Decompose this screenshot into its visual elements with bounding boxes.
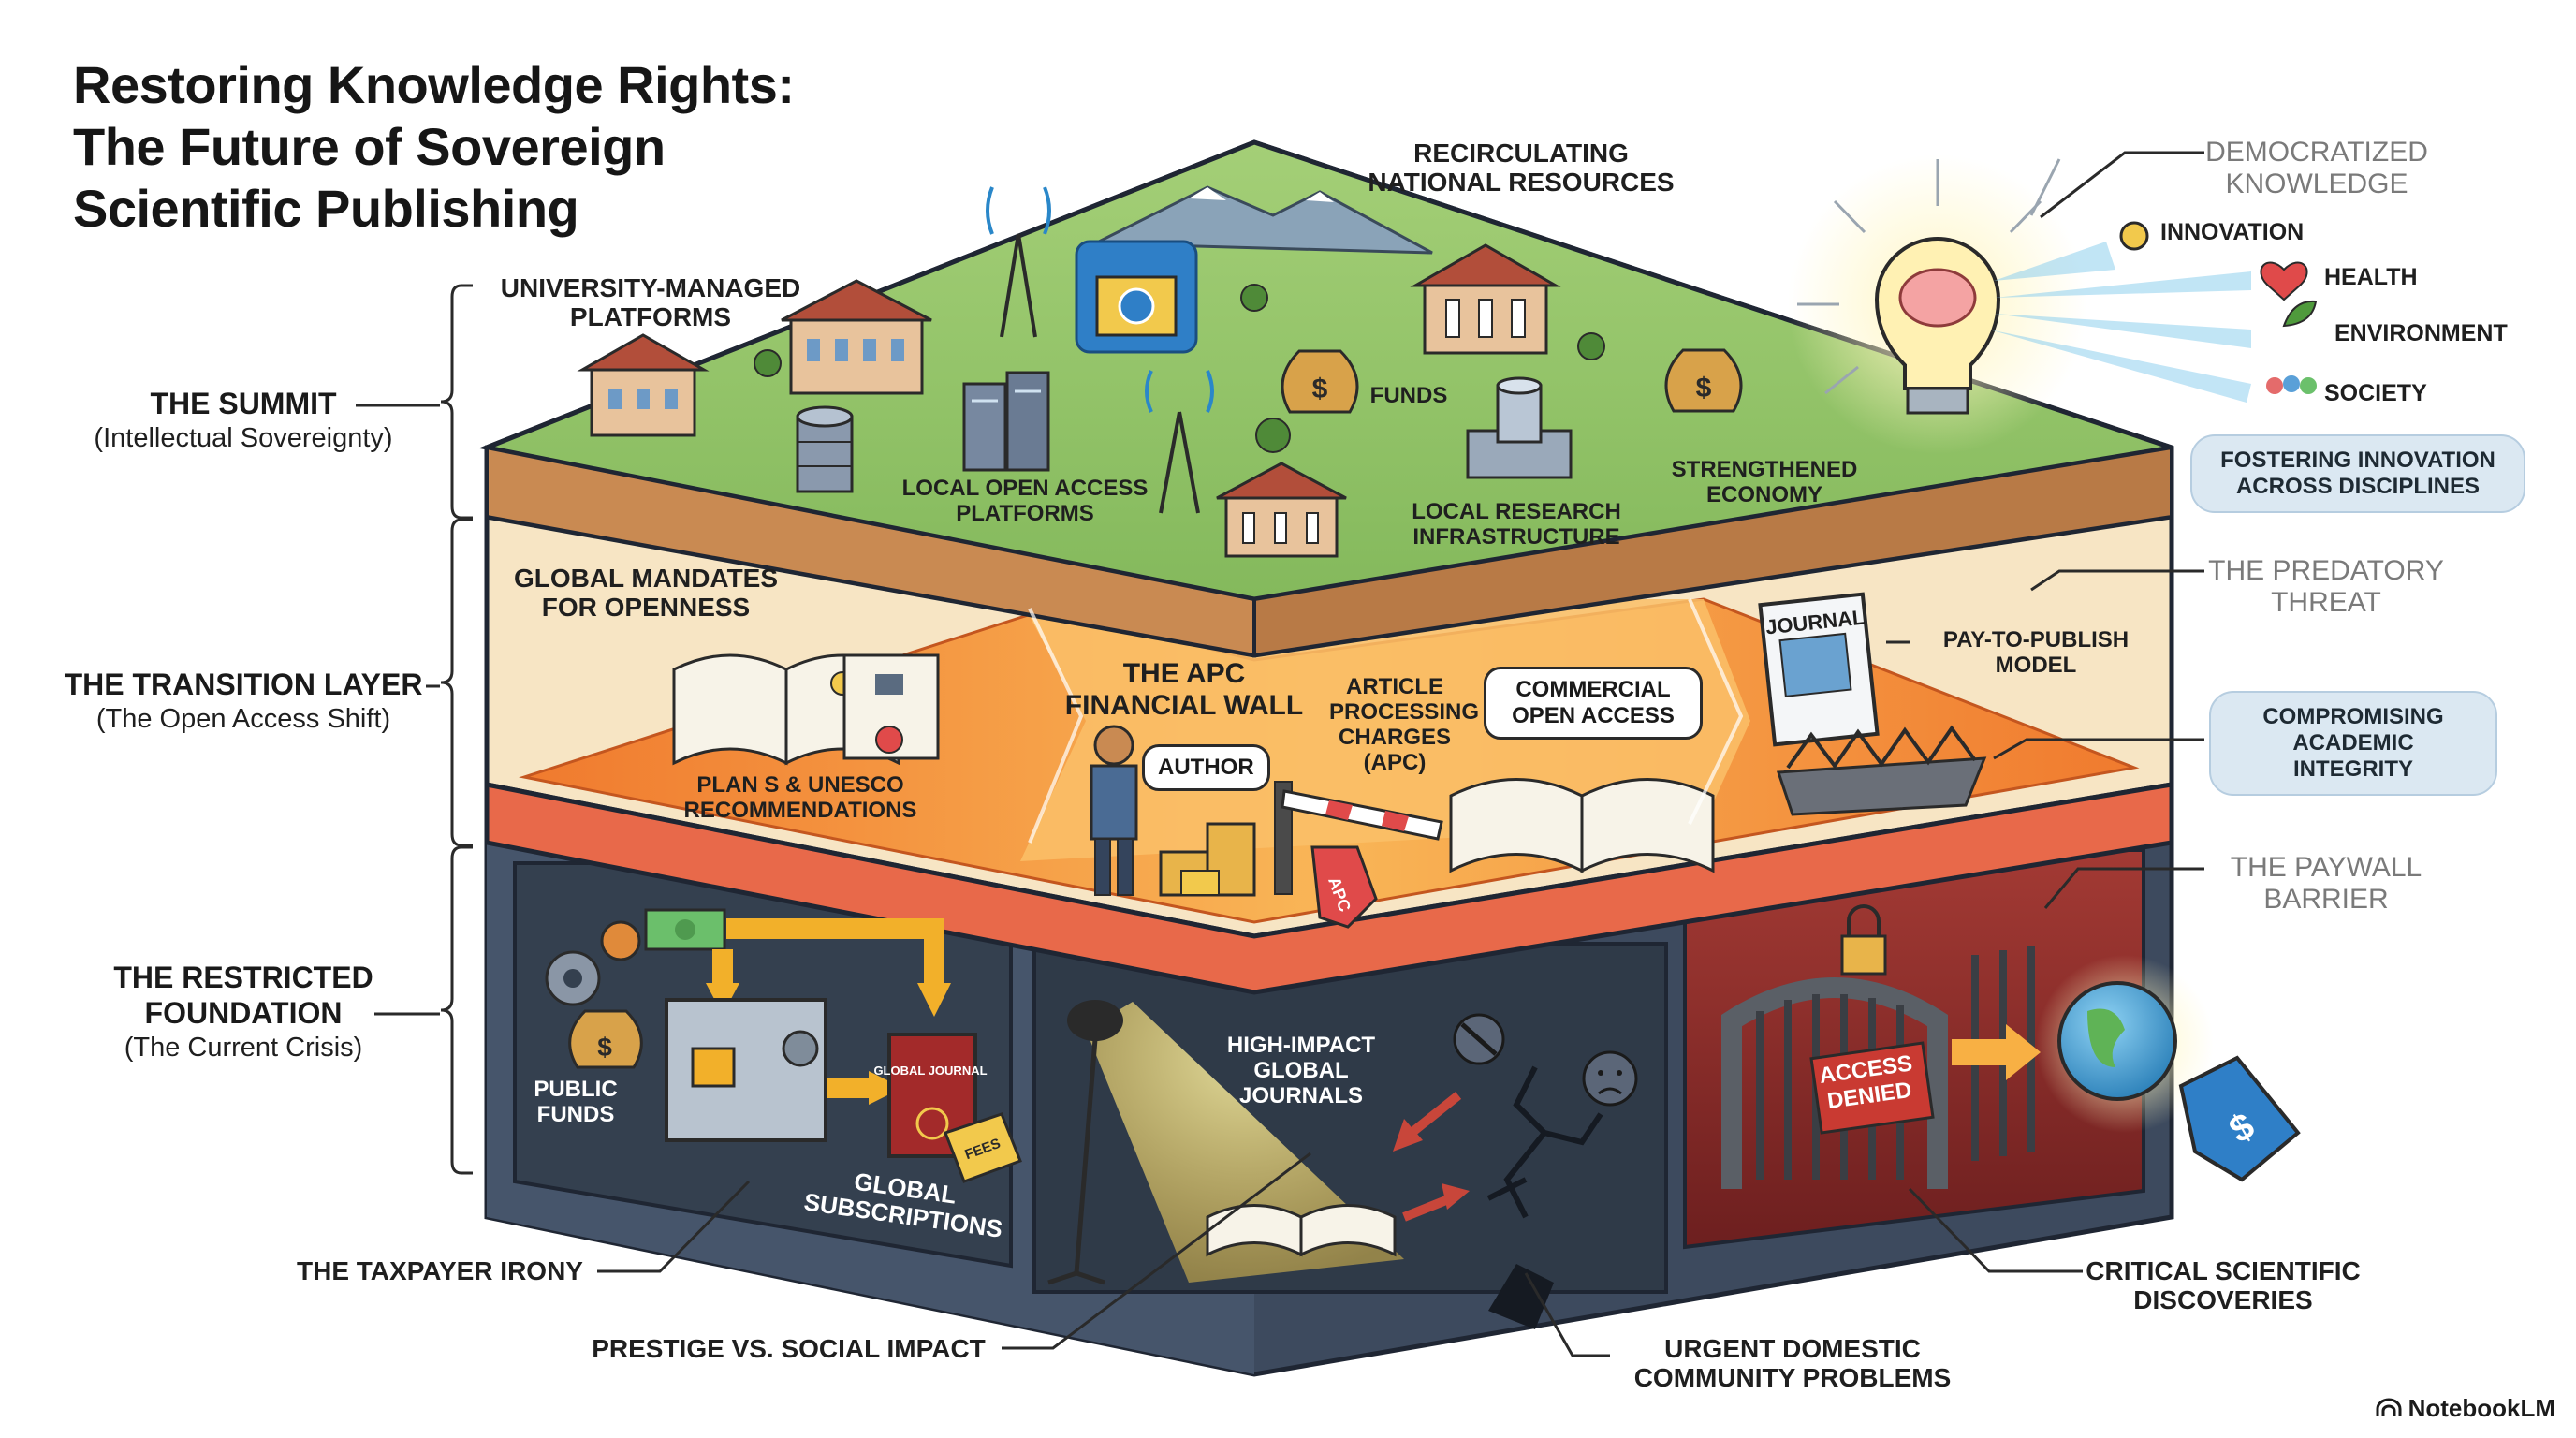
public-funds-label: PUBLIC FUNDS [534, 1077, 618, 1127]
cloud-folder-icon [1075, 240, 1198, 354]
pay-to-publish-label: PAY-TO-PUBLISH MODEL [1942, 627, 2130, 678]
no-signal-icon [1453, 1013, 1505, 1065]
money-bag-icon: $ [568, 1009, 643, 1069]
outcome-innovation: INNOVATION [2160, 219, 2305, 245]
fostering-innovation-pill: FOSTERING INNOVATION ACROSS DISCIPLINES [2190, 434, 2525, 513]
title-line-2: The Future of Sovereign [73, 117, 666, 176]
glow-arrow-icon [1952, 1024, 2041, 1080]
title-line-1: Restoring Knowledge Rights: [73, 55, 795, 114]
critical-discoveries-label: CRITICAL SCIENTIFIC DISCOVERIES [2086, 1256, 2361, 1314]
coin-stack-icon [1159, 822, 1256, 897]
page-title: Restoring Knowledge Rights: The Future o… [73, 54, 795, 240]
summit-title: THE SUMMIT (Intellectual Sovereignty) [37, 386, 449, 455]
svg-text:$: $ [1696, 373, 1712, 404]
outcome-environment: ENVIRONMENT [2334, 320, 2508, 346]
paywall-heading: THE PAYWALL BARRIER [2230, 852, 2422, 915]
recirculating-label: RECIRCULATING NATIONAL RESOURCES [1368, 139, 1675, 197]
research-facility-icon [1466, 376, 1573, 479]
high-impact-label: HIGH-IMPACT GLOBAL JOURNALS [1226, 1033, 1376, 1108]
commercial-book-icon [1449, 778, 1715, 873]
society-icon [2266, 375, 2317, 394]
commercial-oa-bubble: COMMERCIAL OPEN ACCESS [1484, 667, 1703, 740]
foundation-heading-2: FOUNDATION [144, 996, 343, 1030]
vault-safe-icon [665, 998, 827, 1142]
transition-chevrons [1028, 598, 1744, 844]
outcome-health: HEALTH [2324, 264, 2418, 290]
lightbulb-brain-icon [1788, 154, 2087, 454]
summit-subheading: (Intellectual Sovereignty) [94, 423, 393, 453]
environment-icon [2282, 300, 2318, 328]
tree-icon [754, 284, 1605, 453]
university-building-icon [781, 279, 932, 395]
author-figure-icon [1090, 725, 1138, 896]
apc-charges-label: ARTICLE PROCESSING CHARGES (APC) [1329, 674, 1480, 775]
outcome-society: SOCIETY [2324, 380, 2427, 406]
university-building-icon [1216, 462, 1347, 558]
local-oa-label: LOCAL OPEN ACCESS PLATFORMS [901, 476, 1149, 526]
predatory-journal-icon [1758, 592, 1880, 747]
predatory-heading: THE PREDATORY THREAT [2208, 555, 2444, 618]
layer-brackets [440, 284, 473, 1175]
economy-label: STRENGTHENED ECONOMY [1671, 457, 1858, 507]
compromising-integrity-pill: COMPROMISING ACADEMIC INTEGRITY [2209, 691, 2497, 796]
university-building-icon [577, 333, 710, 437]
antenna-tower-icon [1145, 370, 1214, 514]
innovation-icon [2119, 221, 2149, 251]
university-building-icon [1410, 243, 1561, 355]
bear-trap-icon [1776, 725, 1987, 816]
summit-heading: THE SUMMIT [150, 387, 337, 420]
fees-tag-icon [944, 1112, 1022, 1183]
toll-barrier-icon [1274, 781, 1443, 895]
transition-title: THE TRANSITION LAYER (The Open Access Sh… [37, 667, 449, 736]
svg-text:$: $ [597, 1033, 612, 1062]
cracked-ground-icon [1486, 1065, 1603, 1329]
money-bag-icon: $ [1664, 348, 1743, 413]
prestige-label: PRESTIGE VS. SOCIAL IMPACT [592, 1334, 986, 1363]
callout-leader-lines [356, 151, 2204, 1357]
title-line-3: Scientific Publishing [73, 179, 579, 238]
funds-label: FUNDS [1369, 383, 1448, 408]
democratized-heading: DEMOCRATIZED KNOWLEDGE [2205, 137, 2428, 199]
flow-arrow-icon [706, 918, 951, 1105]
gears-icon [545, 920, 641, 1006]
university-platforms-label: UNIVERSITY-MANAGED PLATFORMS [500, 273, 801, 331]
foundation-subheading: (The Current Crisis) [124, 1033, 363, 1063]
database-icon [796, 405, 854, 493]
global-journal-cover-text: GLOBAL JOURNAL [873, 1064, 987, 1078]
health-icon [2260, 261, 2308, 301]
certificate-scroll-icon [842, 653, 940, 760]
dollar-price-tag-icon: $ [2178, 1055, 2301, 1182]
author-bubble: AUTHOR [1142, 744, 1270, 791]
foundation-title: THE RESTRICTED FOUNDATION (The Current C… [37, 960, 449, 1064]
notebooklm-brand: NotebookLM [2375, 1394, 2555, 1423]
apc-wall-label: THE APC FINANCIAL WALL [1064, 658, 1304, 721]
taxpayer-irony-label: THE TAXPAYER IRONY [297, 1256, 583, 1285]
globe-icon [2036, 955, 2214, 1133]
urgent-problems-label: URGENT DOMESTIC COMMUNITY PROBLEMS [1633, 1334, 1952, 1392]
red-arrow-icon [1393, 1092, 1470, 1222]
money-bag-icon: $ [1281, 349, 1359, 414]
antenna-tower-icon [986, 186, 1051, 338]
transition-subheading: (The Open Access Shift) [95, 704, 391, 734]
foundation-heading-1: THE RESTRICTED [113, 961, 373, 994]
cash-bill-icon [644, 908, 726, 951]
sad-face-icon [1582, 1050, 1638, 1107]
plan-s-label: PLAN S & UNESCO RECOMMENDATIONS [683, 772, 917, 823]
server-rack-icon [962, 371, 1050, 472]
local-research-label: LOCAL RESEARCH INFRASTRUCTURE [1412, 499, 1621, 550]
notebooklm-logo-icon [2376, 1398, 2402, 1416]
brand-label: NotebookLM [2408, 1394, 2555, 1422]
knowledge-rays [1989, 242, 2251, 403]
svg-text:$: $ [1312, 374, 1328, 404]
apc-price-tag [1310, 845, 1378, 929]
transition-heading: THE TRANSITION LAYER [64, 668, 423, 701]
global-mandates-label: GLOBAL MANDATES FOR OPENNESS [513, 564, 779, 622]
